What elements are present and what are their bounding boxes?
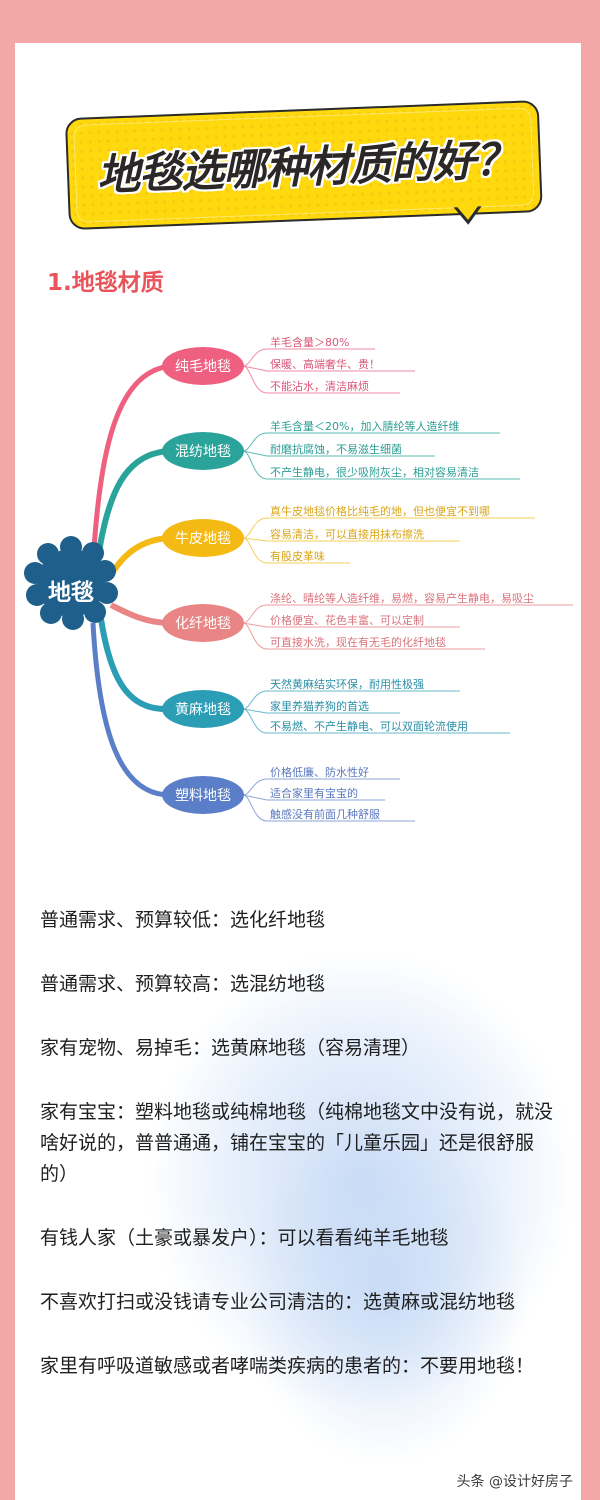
leaf-item: 羊毛含量＜20%，加入腈纶等人造纤维 (270, 420, 460, 433)
leaf-item: 不易燃、不产生静电、可以双面轮流使用 (270, 720, 468, 733)
center-node-label: 地毯 (48, 580, 94, 606)
node-label: 化纤地毯 (175, 616, 231, 632)
leaf-item: 天然黄麻结实环保，耐用性极强 (270, 678, 424, 691)
leaf-item: 触感没有前面几种舒服 (270, 808, 380, 821)
leaf-item: 真牛皮地毯价格比纯毛的地，但也便宜不到哪 (270, 505, 490, 518)
leaf-item: 不能沾水，清洁麻烦 (270, 380, 369, 393)
node-cowhide-rug: 牛皮地毯 (162, 519, 244, 557)
node-label: 塑料地毯 (175, 788, 231, 804)
section-heading: 1.地毯材质 (47, 270, 164, 296)
leaf-item: 价格低廉、防水性好 (270, 766, 369, 779)
recommendation-item: 家里有呼吸道敏感或者哮喘类疾病的患者的：不要用地毯！ (40, 1355, 535, 1377)
background-glow-secondary (195, 1063, 575, 1500)
recommendation-item: 家有宝宝：塑料地毯或纯棉地毯（纯棉地毯文中没有说，就没啥好说的，普普通通，铺在宝… (40, 1101, 554, 1185)
node-label: 混纺地毯 (175, 444, 231, 460)
leaf-item: 耐磨抗腐蚀，不易滋生细菌 (270, 443, 402, 456)
node-synthetic-rug: 化纤地毯 (162, 604, 244, 642)
node-wool-rug: 纯毛地毯 (162, 347, 244, 385)
title-banner: 地毯选哪种材质的好？ (64, 100, 547, 238)
leaf-item: 家里养猫养狗的首选 (270, 700, 369, 713)
recommendation-list: 普通需求、预算较低：选化纤地毯 普通需求、预算较高：选混纺地毯 家有宠物、易掉毛… (40, 905, 560, 1415)
center-node: 地毯 (25, 553, 117, 627)
node-label: 黄麻地毯 (175, 702, 231, 718)
leaf-item: 有股皮革味 (270, 550, 325, 563)
leaf-item: 羊毛含量＞80% (270, 336, 350, 349)
watermark: 头条 @设计好房子 (456, 1474, 573, 1490)
node-label: 纯毛地毯 (175, 359, 231, 375)
leaf-item: 保暖、高端奢华、贵！ (270, 358, 380, 371)
leaf-item: 容易清洁，可以直接用抹布擦洗 (270, 528, 424, 541)
recommendation-item: 有钱人家（土豪或暴发户）：可以看看纯羊毛地毯 (40, 1227, 449, 1249)
leaf-item: 价格便宜、花色丰富、可以定制 (270, 614, 424, 627)
mind-map-connectors (24, 348, 573, 822)
leaf-item: 涤纶、晴纶等人造纤维，易燃，容易产生静电，易吸尘 (270, 592, 534, 605)
recommendation-item: 不喜欢打扫或没钱请专业公司清洁的：选黄麻或混纺地毯 (40, 1291, 516, 1313)
bubble-tail (456, 205, 480, 221)
leaf-item: 不产生静电，很少吸附灰尘，相对容易清洁 (270, 466, 479, 479)
center-blob (24, 536, 118, 630)
node-label: 牛皮地毯 (175, 531, 231, 547)
node-plastic-rug: 塑料地毯 (162, 776, 244, 814)
node-blended-rug: 混纺地毯 (162, 432, 244, 470)
recommendation-item: 普通需求、预算较低：选化纤地毯 (40, 909, 326, 931)
recommendation-item: 普通需求、预算较高：选混纺地毯 (40, 973, 326, 995)
content-panel: 地毯选哪种材质的好？ 1.地毯材质 (15, 43, 581, 1500)
mind-map: 地毯 纯毛地毯 混纺地毯 牛皮地毯 化纤地毯 黄麻地毯 塑料地毯 羊毛含量＞80… (15, 313, 581, 853)
node-jute-rug: 黄麻地毯 (162, 690, 244, 728)
leaf-item: 适合家里有宝宝的 (270, 787, 358, 800)
recommendation-item: 家有宠物、易掉毛：选黄麻地毯（容易清理） (40, 1037, 421, 1059)
leaf-item: 可直接水洗，现在有无毛的化纤地毯 (270, 636, 446, 649)
